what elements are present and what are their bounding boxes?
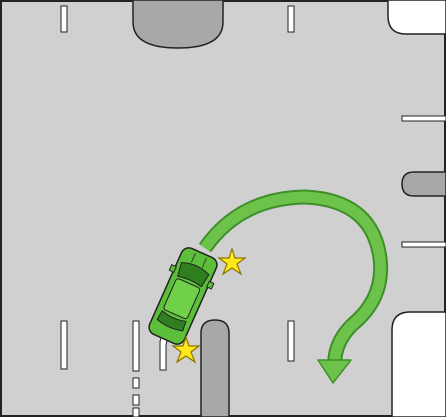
collision-star-icon <box>171 335 201 364</box>
lane-marking-bottom-left <box>60 320 68 370</box>
lane-marking-top-left <box>60 5 68 33</box>
median-bottom <box>200 319 230 417</box>
lane-marking-top-right <box>287 5 295 33</box>
lane-marking-bottom-solid <box>132 320 140 372</box>
median-right <box>401 171 446 197</box>
car-icon <box>148 247 218 345</box>
u-turn-arrow-icon <box>198 189 389 384</box>
lane-marking-right-lower <box>401 241 446 248</box>
lane-marking-bottom-center <box>287 320 295 362</box>
lane-marking-right-upper <box>401 115 446 122</box>
median-top <box>132 0 224 49</box>
lane-marking-dash-2 <box>132 394 140 406</box>
lane-marking-dash-1 <box>132 377 140 389</box>
lane-marking-dash-3 <box>132 407 140 417</box>
sidewalk-corner-top-right <box>387 0 446 35</box>
sidewalk-corner-bottom-right <box>391 311 446 417</box>
collision-star-icon <box>217 247 247 276</box>
